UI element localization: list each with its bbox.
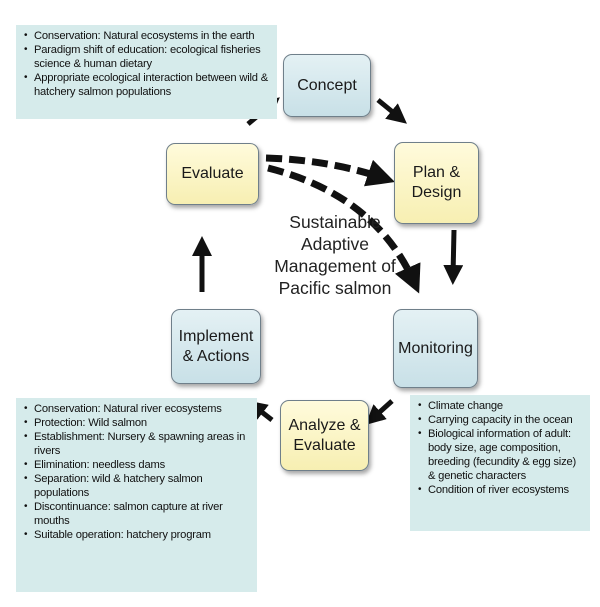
node-concept-label: Concept <box>297 76 357 94</box>
note-item: Conservation: Natural ecosystems in the … <box>24 29 271 43</box>
node-monitoring: Monitoring <box>393 309 478 388</box>
arrow-analyze-to-implement <box>246 400 274 422</box>
node-analyze-label: Analyze &Evaluate <box>288 416 361 454</box>
note-monitoring: Climate change Carrying capacity in the … <box>410 395 590 531</box>
note-item: Elimination: needless dams <box>24 458 251 472</box>
node-implement-label: Implement& Actions <box>178 327 254 365</box>
note-item: Carrying capacity in the ocean <box>418 413 584 427</box>
note-item: Paradigm shift of education: ecological … <box>24 43 271 71</box>
arrow-concept-to-plan <box>376 98 407 124</box>
dashed-arrow-evaluate-to-plan <box>265 154 395 187</box>
node-analyze-evaluate: Analyze &Evaluate <box>280 400 369 471</box>
arrow-plan-to-monitoring <box>443 229 464 285</box>
note-item: Establishment: Nursery & spawning areas … <box>24 430 251 458</box>
note-item: Discontinuance: salmon capture at river … <box>24 500 251 528</box>
node-evaluate-label: Evaluate <box>181 165 244 182</box>
note-item: Separation: wild & hatchery salmon popul… <box>24 472 251 500</box>
node-concept: Concept <box>283 54 371 117</box>
note-item: Appropriate ecological interaction betwe… <box>24 71 271 99</box>
note-item: Suitable operation: hatchery program <box>24 528 251 542</box>
note-item: Protection: Wild salmon <box>24 416 251 430</box>
note-concept: Conservation: Natural ecosystems in the … <box>16 25 277 119</box>
node-implement-actions: Implement& Actions <box>171 309 261 384</box>
note-item: Biological information of adult: body si… <box>418 427 584 483</box>
arrow-monitoring-to-analyze <box>365 399 394 426</box>
node-evaluate: Evaluate <box>166 143 259 205</box>
center-title: Sustainable Adaptive Management of Pacif… <box>274 212 396 298</box>
note-item: Climate change <box>418 399 584 413</box>
note-item: Conservation: Natural river ecosystems <box>24 402 251 416</box>
note-item: Condition of river ecosystems <box>418 483 584 497</box>
node-plan-label: Plan &Design <box>411 164 462 201</box>
node-plan-design: Plan &Design <box>394 142 479 224</box>
node-monitoring-label: Monitoring <box>398 339 473 357</box>
dashed-arrow-evaluate-to-monitoring <box>267 164 421 294</box>
note-actions: Conservation: Natural river ecosystems P… <box>16 398 257 592</box>
